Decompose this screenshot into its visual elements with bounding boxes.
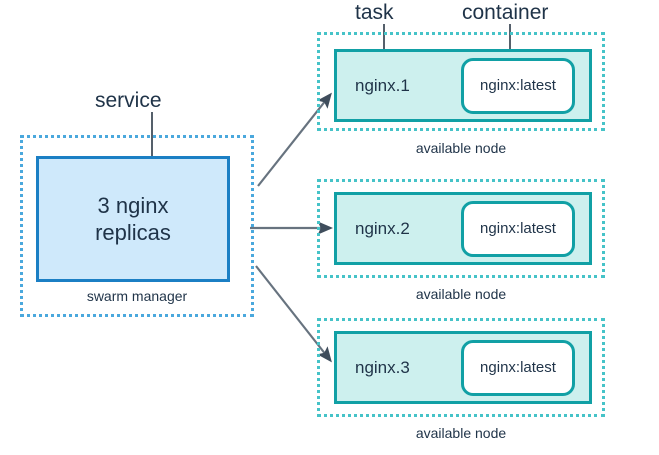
- swarm-manager-boundary: [20, 135, 254, 317]
- node-boundary-1: [317, 32, 605, 131]
- task-box-1[interactable]: nginx.1 nginx:latest: [334, 49, 592, 122]
- task-box-3[interactable]: nginx.3 nginx:latest: [334, 331, 592, 404]
- service-box[interactable]: 3 nginx replicas: [36, 156, 230, 282]
- callout-label-container: container: [462, 1, 549, 24]
- task-label-2: nginx.2: [355, 218, 410, 238]
- callout-label-task: task: [355, 1, 394, 24]
- container-box-2[interactable]: nginx:latest: [461, 200, 575, 257]
- node-caption-3: available node: [415, 425, 507, 441]
- callout-label-service: service: [95, 89, 162, 112]
- node-boundary-3: [317, 318, 605, 417]
- task-label-3: nginx.3: [355, 357, 410, 377]
- container-label-2: nginx:latest: [480, 220, 556, 237]
- leader-line-task: [383, 24, 385, 72]
- task-box-2[interactable]: nginx.2 nginx:latest: [334, 192, 592, 265]
- node-boundary-2: [317, 179, 605, 278]
- service-box-label: 3 nginx replicas: [95, 192, 171, 246]
- container-box-3[interactable]: nginx:latest: [461, 339, 575, 396]
- node-caption-2: available node: [415, 286, 507, 302]
- container-box-1[interactable]: nginx:latest: [461, 57, 575, 114]
- node-caption-1: available node: [415, 140, 507, 156]
- container-label-3: nginx:latest: [480, 359, 556, 376]
- leader-line-service: [151, 112, 153, 186]
- task-label-1: nginx.1: [355, 75, 410, 95]
- container-label-1: nginx:latest: [480, 77, 556, 94]
- swarm-manager-caption: swarm manager: [86, 288, 188, 304]
